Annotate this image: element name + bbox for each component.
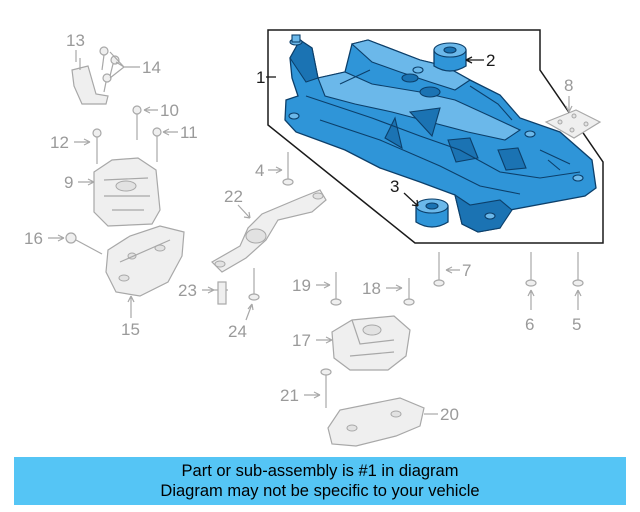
callout-13: 13 xyxy=(66,31,85,50)
callout-20: 20 xyxy=(440,405,459,424)
leader-part-22 xyxy=(237,204,251,219)
callout-15: 15 xyxy=(121,320,140,339)
bolt-part-12 xyxy=(92,128,102,164)
bolts-part-14 xyxy=(99,46,120,93)
mount-bushing-part-3[interactable] xyxy=(415,198,449,228)
leader-part-3 xyxy=(403,192,419,207)
banner-line-1: Part or sub-assembly is #1 in diagram xyxy=(181,462,459,480)
callout-4: 4 xyxy=(255,161,264,180)
exploded-parts-diagram: 1 2 3 4 5 6 7 8 9 10 11 12 13 14 15 16 1… xyxy=(24,29,604,447)
banner-line-2: Diagram may not be specific to your vehi… xyxy=(160,482,480,500)
callout-8: 8 xyxy=(564,76,573,95)
leader-part-12 xyxy=(74,138,91,146)
mount-bushing-part-2[interactable] xyxy=(433,42,467,72)
transmission-mount-part-17 xyxy=(331,315,411,371)
callout-23: 23 xyxy=(178,281,197,300)
leader-part-5 xyxy=(574,289,582,310)
leader-part-18 xyxy=(386,284,403,292)
leader-part-10 xyxy=(143,106,158,114)
front-subframe-part-1[interactable] xyxy=(284,34,597,233)
bolt-part-11 xyxy=(152,127,162,162)
leader-part-8 xyxy=(565,96,573,113)
leader-part-6 xyxy=(527,289,535,310)
leader-part-14 xyxy=(109,51,140,79)
engine-mount-part-9 xyxy=(93,157,161,227)
bolt-part-5 xyxy=(572,252,584,287)
plate-part-8 xyxy=(544,109,602,139)
leader-part-21 xyxy=(304,391,321,399)
mount-bracket-part-20 xyxy=(327,397,425,447)
callout-24: 24 xyxy=(228,322,247,341)
callout-10: 10 xyxy=(160,101,179,120)
leader-part-23 xyxy=(202,286,215,294)
leader-part-15 xyxy=(127,295,135,318)
callout-1: 1 xyxy=(256,68,265,87)
callout-3: 3 xyxy=(390,177,399,196)
callout-2: 2 xyxy=(486,51,495,70)
bolt-part-7 xyxy=(433,252,445,287)
leader-part-2 xyxy=(465,56,484,64)
callout-12: 12 xyxy=(50,133,69,152)
bolt-part-10 xyxy=(132,105,142,140)
leader-part-11 xyxy=(162,128,178,136)
callout-9: 9 xyxy=(64,173,73,192)
bolt-part-24 xyxy=(248,268,260,301)
subframe-group-outline xyxy=(267,29,604,244)
callout-22: 22 xyxy=(224,187,243,206)
leader-part-16 xyxy=(48,234,65,242)
bolt-part-21 xyxy=(320,368,332,408)
bolt-part-19 xyxy=(330,272,342,306)
callout-19: 19 xyxy=(292,276,311,295)
callout-11: 11 xyxy=(180,123,198,142)
bolt-part-18 xyxy=(403,278,415,306)
callout-6: 6 xyxy=(525,315,534,334)
info-banner: Part or sub-assembly is #1 in diagram Di… xyxy=(14,457,626,505)
leader-part-4 xyxy=(268,166,283,174)
mount-bracket-part-15 xyxy=(105,225,185,297)
callout-7: 7 xyxy=(462,261,471,280)
bolt-part-6 xyxy=(525,252,537,287)
callout-17: 17 xyxy=(292,331,311,350)
callout-21: 21 xyxy=(280,386,299,405)
leader-part-24 xyxy=(245,303,254,321)
callout-14: 14 xyxy=(142,58,161,77)
bolt-part-16 xyxy=(65,232,103,255)
torque-rod-part-22 xyxy=(211,189,327,273)
bracket-part-13 xyxy=(71,58,109,105)
leader-part-9 xyxy=(78,178,95,186)
callout-18: 18 xyxy=(362,279,381,298)
leader-part-19 xyxy=(316,281,331,289)
bolt-part-4 xyxy=(282,152,294,186)
bolt-part-23 xyxy=(214,281,228,305)
callout-5: 5 xyxy=(572,315,581,334)
leader-part-7 xyxy=(445,266,460,274)
leader-part-17 xyxy=(316,336,333,344)
callout-16: 16 xyxy=(24,229,43,248)
